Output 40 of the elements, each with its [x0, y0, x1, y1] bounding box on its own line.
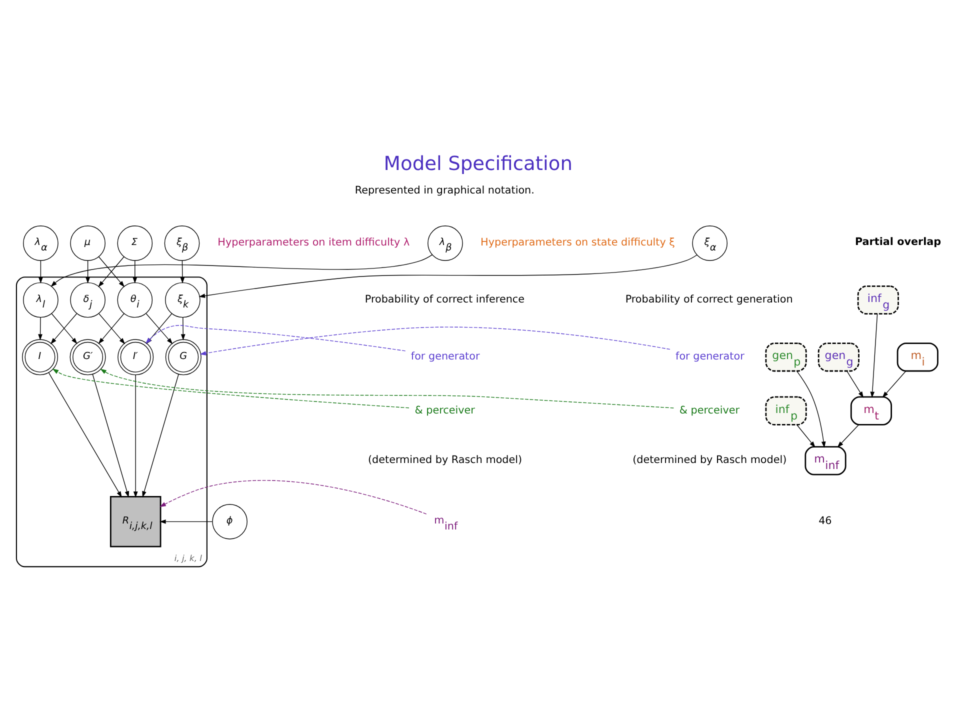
- label: Hyperparameters on state difficulty ξ: [480, 236, 675, 248]
- arrow: [160, 518, 213, 524]
- arrow: [846, 370, 864, 398]
- arrow: [870, 313, 878, 398]
- arrow: [142, 374, 179, 497]
- arrow: [796, 424, 816, 448]
- arrow: [38, 260, 43, 284]
- diagram-title: Model Specification: [384, 152, 572, 175]
- arrow: [48, 372, 122, 498]
- label: Hyperparameters on item difficulty λ: [218, 236, 410, 248]
- arrow: [38, 316, 42, 340]
- label: Probability of correct generation: [625, 292, 793, 305]
- label: (determined by Rasch model): [368, 454, 522, 466]
- node-circle: ϕ: [212, 504, 248, 539]
- arrow: [200, 326, 670, 355]
- arrow: [86, 260, 90, 284]
- node-text: & perceiver: [414, 404, 475, 416]
- label: 46: [818, 514, 832, 527]
- arrow: [198, 254, 698, 298]
- arrow: [796, 370, 826, 448]
- node-text: for generator: [676, 350, 744, 362]
- label: (determined by Rasch model): [632, 454, 787, 466]
- arrow: [180, 260, 185, 284]
- arrow: [837, 424, 860, 448]
- arrow: [52, 368, 410, 408]
- label: Probability of correct inference: [364, 292, 525, 305]
- arrow: [882, 370, 906, 398]
- label: Partial overlap: [854, 235, 942, 248]
- node-text: & perceiver: [679, 404, 740, 416]
- arrow: [100, 368, 674, 408]
- arrow: [180, 316, 186, 340]
- arrow: [92, 374, 130, 497]
- arrow: [133, 374, 138, 498]
- node-text: for generator: [410, 350, 480, 362]
- arrow: [50, 254, 432, 286]
- arrow: [160, 480, 427, 514]
- label: Represented in graphical notation.: [354, 184, 534, 196]
- node-circle: μ: [70, 225, 106, 260]
- node-circle: Σ: [117, 225, 153, 260]
- arrow: [132, 260, 138, 284]
